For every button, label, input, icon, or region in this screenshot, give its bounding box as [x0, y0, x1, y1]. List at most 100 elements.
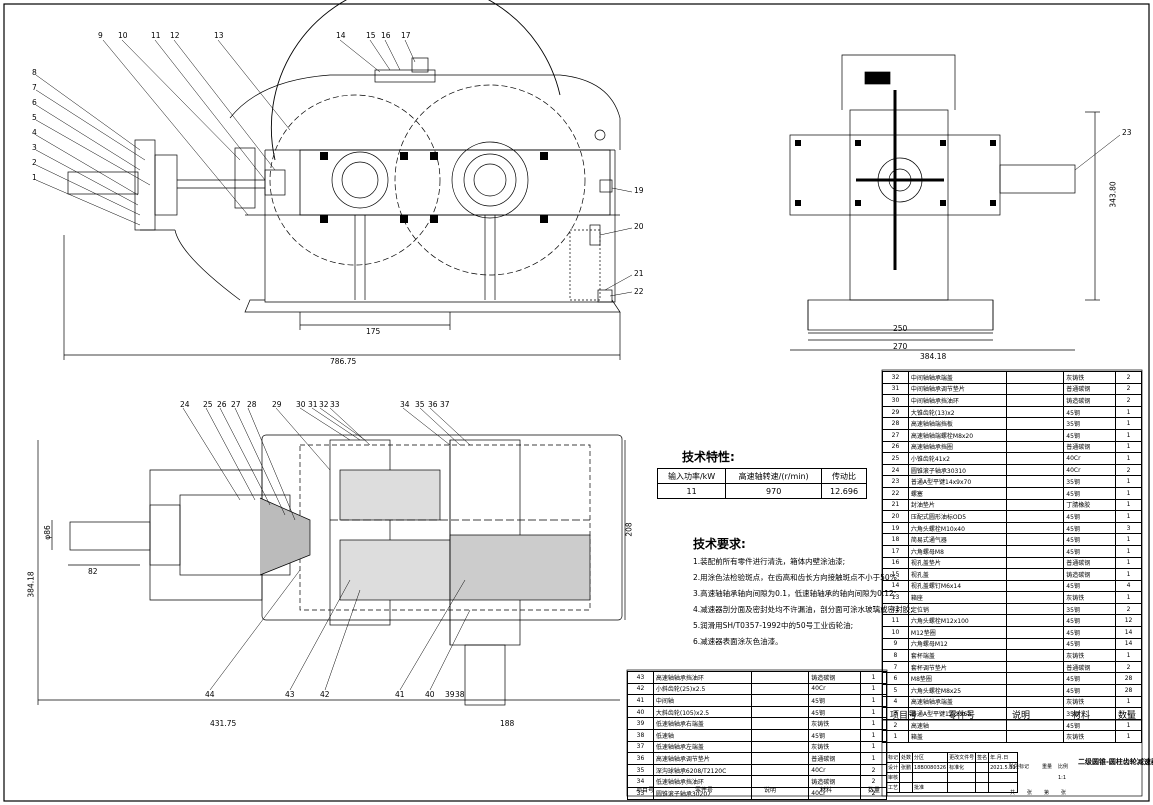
bom-cell: 普通碳钢 [1063, 660, 1117, 674]
dim-side-width: 384.18 [920, 352, 947, 361]
bom-cell: 39 [627, 717, 654, 730]
bom-cell: 1 [860, 740, 887, 754]
bom-cell: 普通A型平键12x8x63 [907, 707, 1008, 720]
tb-cell: 张鹏 [899, 762, 914, 773]
bom-cell: 23 [882, 475, 909, 488]
bom-cell [751, 752, 810, 765]
tech-req-item: 2.用涂色法检验斑点，在齿高和齿长方向接触斑点不小于50%; [693, 573, 900, 582]
bom-cell: 1 [860, 671, 887, 684]
balloon-1: 1 [32, 173, 37, 182]
balloon-28: 28 [247, 400, 257, 409]
balloon-16: 16 [381, 31, 391, 40]
bom-cell: 45钢 [808, 728, 862, 742]
bom-cell: 视孔盖螺钉M6x14 [907, 579, 1008, 593]
bom-cell: 1 [1115, 533, 1142, 546]
bom-cell: 35钢 [1063, 417, 1117, 430]
balloon-11: 11 [151, 31, 161, 40]
bom-cell: 灰铸铁 [1063, 371, 1117, 384]
tech-char-header: 传动比 [821, 468, 867, 484]
bom-cell: 1 [1115, 707, 1142, 720]
bom-cell: 2 [1115, 602, 1142, 616]
tb-cell: 更改文件号 [947, 752, 977, 763]
bom-cell: 27 [882, 428, 909, 442]
bom-cell: 45钢 [1063, 428, 1117, 442]
balloon-9: 9 [98, 31, 103, 40]
bom-cell: 箱座 [907, 591, 1008, 604]
bom-cell: 1 [1115, 452, 1142, 465]
bom-cell: 40Cr [808, 786, 862, 800]
bom-cell: 45钢 [1063, 405, 1117, 419]
balloon-37: 37 [440, 400, 450, 409]
bom-cell [1006, 707, 1065, 720]
bom-cell: 4 [1115, 579, 1142, 593]
bom-right-h2: 说明 [1012, 711, 1031, 721]
bom-cell [1006, 660, 1065, 674]
tb-scale-value: 1:1 [1058, 775, 1067, 781]
bom-cell: 38 [627, 728, 654, 742]
bom-cell [1006, 556, 1065, 570]
bom-cell: 22 [882, 486, 909, 500]
bom-cell [1006, 486, 1065, 500]
bom-cell: 1 [1115, 730, 1142, 743]
bom-cell: 35钢 [1063, 475, 1117, 488]
balloon-13: 13 [214, 31, 224, 40]
bom-cell: 铸造碳钢 [1063, 394, 1117, 407]
bom-cell [1006, 649, 1065, 662]
balloon-42: 42 [320, 690, 330, 699]
top-view [37, 407, 626, 706]
bom-cell [1006, 684, 1065, 697]
tb-cell: 处数 [899, 752, 914, 763]
tech-req-title: 技术要求: [693, 537, 746, 551]
bom-cell [1006, 521, 1065, 535]
bom-cell: 16 [882, 556, 909, 570]
bom-cell: 14 [1115, 626, 1142, 639]
bom-cell: 2 [860, 786, 887, 800]
bom-cell: 40Cr [808, 682, 862, 696]
bom-cell: 28 [1115, 684, 1142, 697]
balloon-10: 10 [118, 31, 128, 40]
bom-cell [751, 705, 810, 719]
front-view [35, 0, 633, 360]
bom-cell: 45钢 [808, 694, 862, 707]
balloon-43: 43 [285, 690, 295, 699]
balloon-12: 12 [170, 31, 180, 40]
bom-cell: 灰铸铁 [808, 740, 862, 754]
bom-cell [1006, 498, 1065, 512]
bom-cell [1006, 382, 1065, 396]
bom-cell: 14 [882, 579, 909, 593]
bom-cell [1006, 637, 1065, 651]
tb-scale: 比例 [1058, 764, 1069, 770]
tech-char-value: 970 [725, 483, 823, 499]
bom-cell: 小锥齿轮41x2 [907, 452, 1008, 465]
tb-cell: 年.月.日 [988, 752, 1018, 763]
bom-cell: 小斜齿轮(25)x2.5 [652, 682, 753, 696]
balloon-19: 19 [634, 186, 644, 195]
bom-left-h4: 数量 [868, 787, 881, 794]
bom-cell: 1 [1115, 498, 1142, 512]
bom-right-h4: 数量 [1118, 711, 1137, 721]
bom-cell: 高速轴轴承调节垫片 [652, 752, 753, 765]
bom-cell [1006, 579, 1065, 593]
bom-cell: 12 [1115, 614, 1142, 628]
bom-cell: 1 [860, 682, 887, 696]
tb-cell: 审核 [885, 772, 901, 783]
bom-cell: 14 [1115, 637, 1142, 651]
bom-cell [1006, 452, 1065, 465]
bom-cell: 普通A型平键14x9x70 [907, 475, 1008, 488]
tb-cell: 分区 [912, 752, 949, 763]
tech-char-header: 高速轴转速/(r/min) [725, 468, 823, 484]
bom-left-h1: 零件号 [695, 787, 714, 794]
tb-cell: 18B0080326 [912, 762, 949, 773]
bom-cell: 高速轴轴承端盖 [907, 695, 1008, 709]
